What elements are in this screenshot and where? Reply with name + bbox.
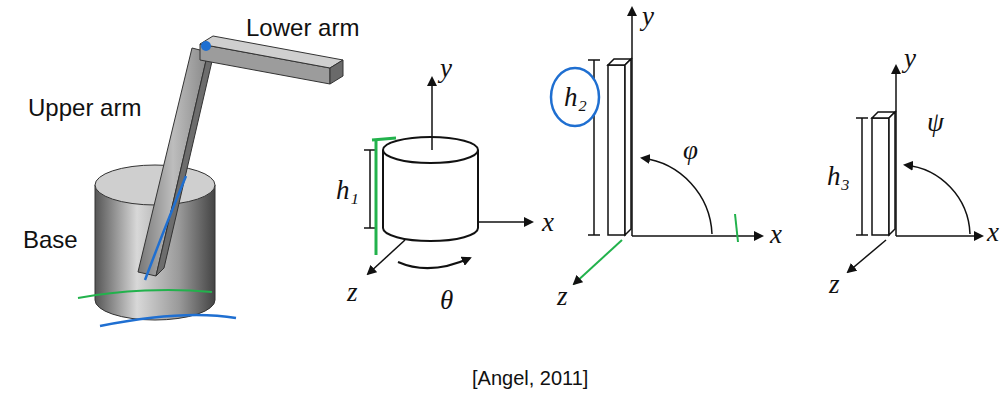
z-axis: [848, 240, 886, 272]
y-axis: [631, 8, 633, 236]
angle-arc: [642, 158, 712, 234]
dimension-label: h₃: [827, 163, 850, 190]
base-schematic: [383, 137, 478, 241]
axis-label: y: [642, 3, 654, 30]
upper-arm-box: [608, 59, 631, 235]
part-name: Lower arm: [246, 16, 359, 40]
annotation-stroke: [78, 290, 212, 298]
axis-label: z: [347, 279, 358, 306]
axis-label: x: [987, 219, 999, 246]
axis-label: x: [770, 221, 782, 248]
angle-label: ψ: [927, 109, 944, 136]
x-axis: [478, 221, 532, 223]
annotation-stroke: [145, 176, 186, 280]
angle-arc: [905, 165, 970, 234]
angle-label: θ: [440, 287, 453, 314]
annotation-circle: [551, 68, 599, 126]
dimension-label: h₁: [336, 177, 359, 204]
y-axis: [895, 66, 897, 236]
rotation-arrow: [398, 258, 470, 268]
annotation-stroke: [735, 214, 738, 242]
upper-arm-bar: [138, 44, 216, 276]
dimension-bracket: [856, 118, 868, 235]
annotation-stroke: [372, 138, 396, 255]
joint-dot: [201, 41, 211, 51]
lower-arm-box: [872, 112, 895, 235]
part-name: Upper arm: [28, 96, 141, 120]
axis-label: y: [904, 45, 916, 72]
axis-label: z: [557, 283, 568, 310]
dimension-label: h₂: [564, 84, 587, 111]
caption: [Angel, 2011]: [472, 368, 588, 388]
dimension-bracket: [364, 150, 376, 228]
axis-label: y: [440, 55, 452, 82]
part-name: Base: [23, 228, 78, 252]
x-axis: [632, 235, 762, 237]
axis-label: x: [542, 209, 554, 236]
lower-arm-bar: [200, 36, 343, 84]
x-axis: [896, 235, 982, 237]
angle-label: φ: [683, 137, 698, 164]
y-axis: [431, 78, 433, 150]
annotation-stroke: [100, 315, 236, 326]
axis-label: z: [829, 271, 840, 298]
z-axis: [368, 240, 405, 274]
z-axis: [574, 240, 622, 284]
